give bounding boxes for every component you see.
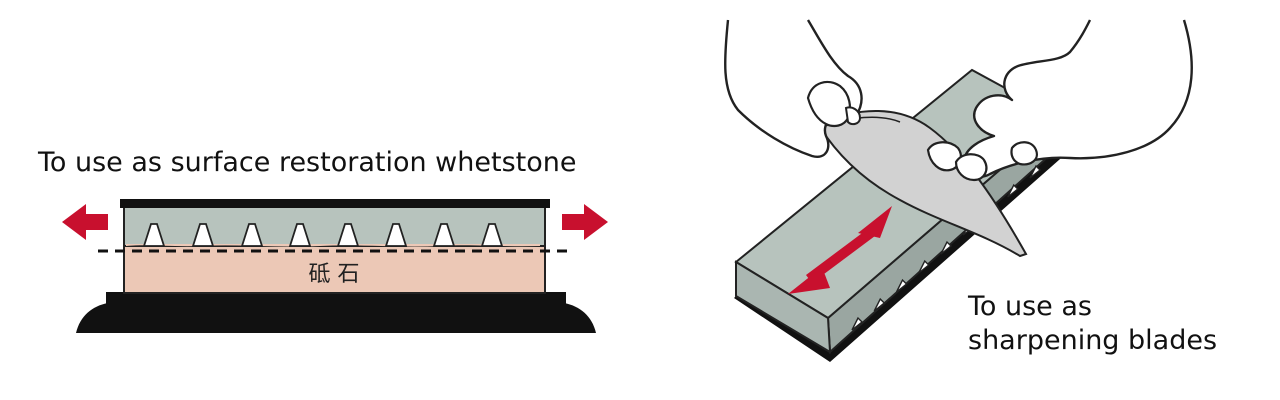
side-tooth xyxy=(1007,183,1019,198)
right-hand xyxy=(962,19,1193,179)
sharpening-stone-front xyxy=(735,260,832,354)
surface-restoration-caption: To use as surface restoration whetstone xyxy=(38,147,577,178)
arrow-right-icon xyxy=(562,204,608,240)
right-hand-finger-2 xyxy=(954,153,988,182)
stone-base xyxy=(76,303,596,333)
right-hand-finger-3 xyxy=(1010,141,1038,166)
double-arrow-icon xyxy=(788,206,892,294)
sharpening-caption: To use as sharpening blades xyxy=(968,290,1217,358)
plate-tooth xyxy=(191,223,215,247)
side-tooth xyxy=(918,259,930,274)
sharpening-illustration xyxy=(723,19,1193,362)
plate-tooth xyxy=(384,223,408,247)
surface-restoration-illustration: 砥 石 xyxy=(62,199,608,333)
side-tooth xyxy=(940,240,953,255)
plate-tooth xyxy=(142,223,166,247)
sharpening-caption-line1: To use as xyxy=(968,291,1092,322)
side-tooth xyxy=(1029,164,1042,179)
restoration-plate-top-bar xyxy=(120,199,550,208)
knife-blade xyxy=(816,110,1028,258)
arrow-left-icon xyxy=(62,204,108,240)
left-hand-nail xyxy=(844,106,862,126)
plate-tooth xyxy=(240,223,264,247)
side-tooth xyxy=(851,316,864,331)
plate-tooth xyxy=(432,223,456,247)
sharpening-caption-line2: sharpening blades xyxy=(968,325,1218,356)
plate-teeth xyxy=(142,223,504,247)
whetstone-label: 砥 石 xyxy=(309,262,360,287)
plate-tooth xyxy=(480,223,504,247)
left-hand xyxy=(723,19,863,158)
stone-base-plate xyxy=(106,292,566,306)
side-tooth xyxy=(873,297,886,312)
restoration-plate xyxy=(123,205,546,247)
plate-tooth xyxy=(336,223,360,247)
side-tooth xyxy=(895,278,908,293)
plate-tooth xyxy=(288,223,312,247)
